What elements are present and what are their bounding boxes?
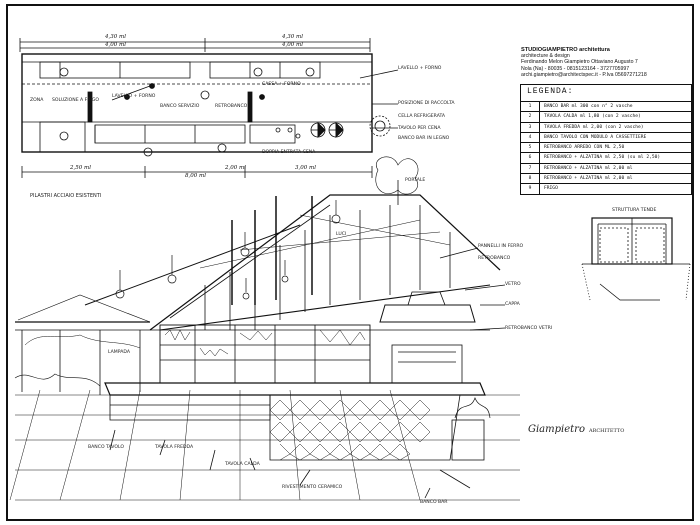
perspective-label: LAMPADA (108, 350, 130, 355)
studio-address: Ferdinando Melon Giampietro Ottaviano Au… (521, 59, 638, 66)
plan-label: SOLUZIONE A FRIGO (52, 98, 100, 103)
plan-label: POSIZIONE DI RACCOLTA (398, 101, 455, 106)
legend-row: 6 RETROBANCO + ALZATINA ml 2,50 (su ml 2,… (521, 152, 691, 163)
perspective-label: BANCO BAR (420, 500, 448, 505)
legend-num: 8 (521, 174, 540, 184)
studio-name: STUDIOGIAMPIETRO architettura (521, 47, 610, 53)
legend-desc: BANCO TAVOLO CON MODULO A CASSETTIERE (544, 134, 647, 140)
legend-num: 2 (521, 112, 540, 122)
dim-top-2: 4,00 ml (105, 42, 126, 48)
legend-desc: RETROBANCO + ALZATINA ml 2,00 ml (544, 165, 633, 171)
dim-top-1: 4,30 ml (105, 34, 126, 40)
perspective-label: BANCO TAVOLO (88, 445, 124, 450)
plan-label: CELLA REFRIGERATA (398, 114, 446, 119)
legend-num: 3 (521, 122, 540, 132)
perspective-view (9, 156, 520, 501)
dim-bottom-1: 2,50 ml (70, 165, 91, 171)
studio-header: STUDIOGIAMPIETRO architettura architectu… (521, 47, 691, 78)
plan-label: LAVELLO + FORNO (398, 66, 442, 71)
plan-label: CASSA + FORNO (262, 82, 301, 87)
legend-desc: FRIGO (544, 186, 558, 192)
window-detail (581, 217, 691, 301)
plan-label: DOPPIA ENTRATA CENA (262, 150, 316, 155)
studio-email: archi.giampietro@architectspec.it - P.Iv… (521, 71, 647, 78)
dim-top-4: 4,00 ml (282, 42, 303, 48)
pilastri-note: PILASTRI ACCIAIO ESISTENTI (30, 193, 102, 199)
legend-row: 5 RETROBANCO ARREDO CON ML 2,50 (521, 142, 691, 153)
perspective-label: STRUTTURA TENDE (612, 208, 657, 213)
signature-role: ARCHITETTO (588, 428, 625, 434)
legend-num: 6 (521, 153, 540, 163)
dim-bottom-2: 8,00 ml (185, 173, 206, 179)
perspective-label: VETRO (505, 282, 521, 287)
dim-top-3: 4,30 ml (282, 34, 303, 40)
legend-num: 4 (521, 132, 540, 143)
legend-desc: RETROBANCO + ALZATINA ml 2,50 (su ml 2,5… (544, 155, 661, 161)
legend-num: 7 (521, 163, 540, 174)
studio-phone: Nola (Na) - 80035 - 0815123164 - 3727705… (521, 65, 630, 72)
legend-desc: RETROBANCO + ALZATINA ml 2,00 ml (544, 176, 633, 182)
perspective-label: RIVESTIMENTO CERAMICO (282, 485, 343, 490)
legend-desc: BANCO BAR ml 300 con n° 2 vasche (544, 104, 633, 109)
perspective-label: PORTALE (405, 178, 426, 183)
legend-num: 1 (521, 102, 540, 112)
sheet-border (6, 4, 694, 521)
legend-row: 1 BANCO BAR ml 300 con n° 2 vasche (521, 101, 691, 112)
plan-label: BANCO SERVIZIO (160, 104, 200, 109)
perspective-label: RETROBANCO VETRI (505, 326, 553, 331)
plan-label: ZONA (30, 98, 44, 103)
perspective-label: LUCI (336, 232, 347, 237)
legend-desc: TAVOLA CALDA ml 1,80 (con 2 vasche) (544, 114, 641, 120)
plan-label: TAVOLO PER CENA (398, 126, 441, 131)
signature-text: Giampietro (528, 424, 585, 435)
floor-plan (19, 38, 399, 178)
plan-label: BANCO BAR IN LEGNO (398, 136, 450, 141)
legend-row: 4 BANCO TAVOLO CON MODULO A CASSETTIERE (521, 131, 691, 143)
legend-title: LEGENDA: (527, 87, 574, 96)
legend-row: 8 RETROBANCO + ALZATINA ml 2,00 ml (521, 173, 691, 184)
perspective-label: TAVOLA CALDA (225, 462, 260, 467)
legend-table: LEGENDA: 1 BANCO BAR ml 300 con n° 2 vasc… (520, 84, 692, 195)
legend-num: 9 (521, 184, 540, 194)
perspective-label: PANNELLI IN FERRO (478, 244, 524, 249)
legend-desc: RETROBANCO ARREDO CON ML 2,50 (544, 145, 625, 151)
legend-num: 5 (521, 143, 540, 153)
legend-row: 2 TAVOLA CALDA ml 1,80 (con 2 vasche) (521, 111, 691, 122)
dim-bottom-3: 3,00 ml (295, 165, 316, 171)
legend-row: 3 TAVOLA FREDDA ml 2,00 (con 2 vasche) (521, 121, 691, 132)
legend-row: 7 RETROBANCO + ALZATINA ml 2,00 ml (521, 162, 691, 174)
perspective-label: CAPPA (505, 302, 520, 307)
perspective-label: RETROBANCO (478, 256, 511, 261)
plan-label: LAVELLO + FORNO (112, 94, 156, 99)
plan-label: RETROBANCO (215, 104, 248, 109)
perspective-label: TAVOLA FREDDA (155, 445, 194, 450)
studio-subtitle: architecture & design (521, 53, 570, 60)
legend-desc: TAVOLA FREDDA ml 2,00 (con 2 vasche) (544, 124, 644, 130)
dim-bottom-4: 2,00 ml (225, 165, 246, 171)
legend-row: 9 FRIGO (521, 183, 691, 194)
